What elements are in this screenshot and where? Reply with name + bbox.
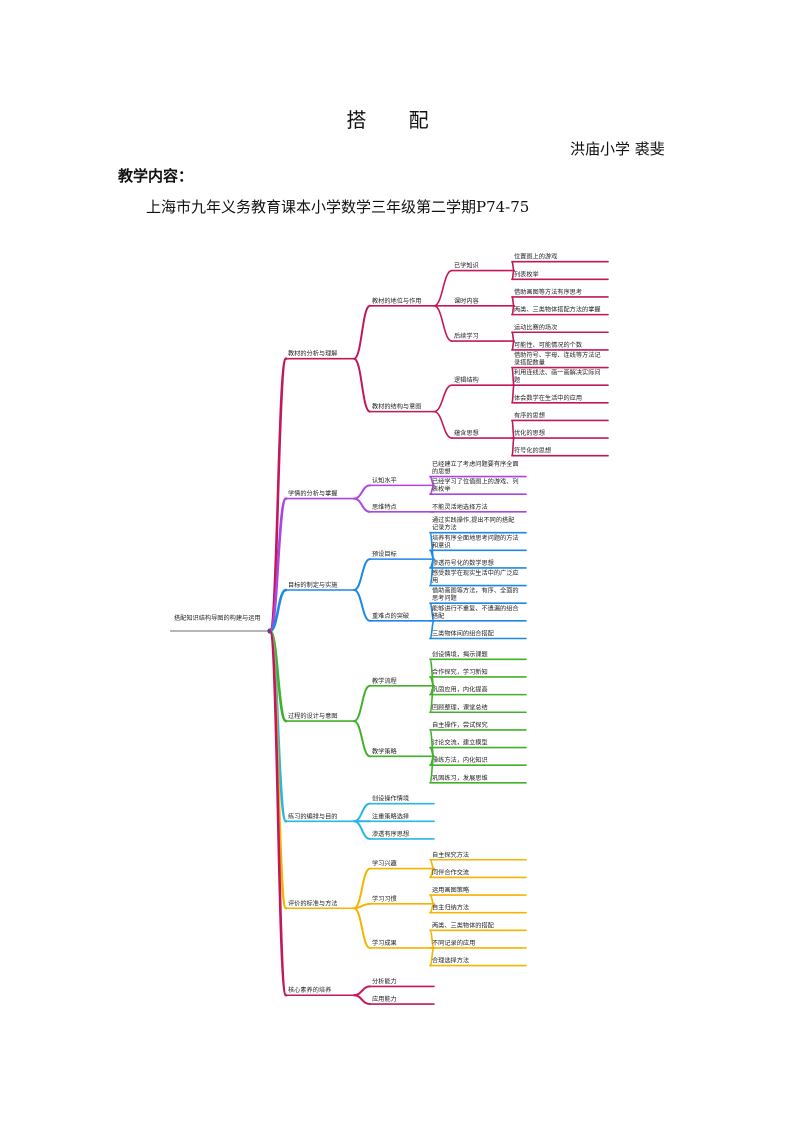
mind-map-leaf: 巩固应用，内化提高 bbox=[432, 686, 488, 694]
subtopic: 认知水平 bbox=[372, 476, 397, 484]
mind-map-connector bbox=[433, 304, 453, 342]
mind-map-connector bbox=[353, 558, 371, 591]
mind-map-leaf: 创设操作情境 bbox=[372, 795, 409, 803]
subtopic: 学习成果 bbox=[372, 939, 397, 947]
teaching-content-line: 上海市九年义务教育课本小学数学三年级第二学期P74-75 bbox=[146, 198, 530, 216]
mind-map-leaf: 注重策略选择 bbox=[372, 812, 410, 820]
subtopic: 思维特点 bbox=[372, 503, 397, 511]
mind-map-leaf: 借助画图等方法有序思考 bbox=[514, 288, 582, 296]
mind-map-leaf: 分析能力 bbox=[372, 977, 397, 985]
mind-map-leaf: 优化的思想 bbox=[514, 429, 545, 437]
mind-map-connector bbox=[429, 894, 435, 905]
subtopic: 教学流程 bbox=[372, 677, 397, 685]
mind-map-leaf: 同伴合作交流 bbox=[432, 868, 469, 876]
mind-map-leaf: 已经学习了位值图上的游戏、列表枚举 bbox=[432, 478, 519, 494]
mind-map-connector bbox=[429, 858, 435, 870]
mind-map-leaf: 不能灵活地选择方法 bbox=[432, 503, 488, 511]
mind-map-connector bbox=[353, 985, 371, 997]
mind-map-leaf: 创设情境，揭示课题 bbox=[432, 650, 488, 658]
mind-map-leaf: 有序的思想 bbox=[514, 411, 545, 419]
mind-map-leaf: 讨论交流，建立模型 bbox=[432, 739, 488, 747]
subtopic: 课时内容 bbox=[454, 297, 479, 305]
branch-topic: 目标的制定与实施 bbox=[288, 581, 338, 589]
mind-map-leaf: 合理选择方法 bbox=[432, 957, 469, 965]
subtopic: 学习习惯 bbox=[372, 895, 397, 903]
mind-map-leaf: 三类物体间的组合搭配 bbox=[432, 629, 494, 637]
subtopic: 教材的结构与意图 bbox=[372, 403, 422, 411]
subtopic: 蕴含思想 bbox=[454, 429, 479, 437]
mind-map-leaf: 体会数学在生活中的应用 bbox=[514, 394, 582, 402]
mind-map-connector bbox=[433, 410, 453, 439]
mind-map-leaf: 通过实践操作,提出不同的搭配记录方法 bbox=[432, 516, 514, 532]
mind-map-leaf: 渗透有序思想 bbox=[372, 830, 409, 838]
subtopic: 学习兴趣 bbox=[372, 860, 397, 868]
branch-topic: 学情的分析与掌握 bbox=[288, 490, 338, 498]
mind-map-leaf: 操练方法，内化知识 bbox=[432, 756, 488, 764]
mind-map-connector bbox=[353, 802, 371, 823]
mind-map-connector bbox=[268, 497, 288, 633]
mind-map-leaf: 自主归纳方法 bbox=[432, 904, 469, 912]
mind-map-leaf: 不同记录的应用 bbox=[432, 939, 475, 947]
mind-map-leaf: 自主探究方法 bbox=[432, 851, 469, 859]
mind-map-leaf: 可能性、可能情况的个数 bbox=[514, 341, 583, 349]
mind-map-leaf: 自主操作，尝试探究 bbox=[432, 721, 488, 729]
mind-map-leaf: 两类、三类物体的搭配 bbox=[432, 921, 494, 929]
mind-map-connector bbox=[353, 304, 371, 360]
mind-map-connector bbox=[511, 296, 515, 307]
mind-map-leaf: 运动比赛的场次 bbox=[514, 323, 557, 331]
mind-map-connector bbox=[353, 684, 371, 723]
subtopic: 重难点的突破 bbox=[372, 612, 409, 620]
mind-map-leaf: 两类、三类物体搭配方法的掌握 bbox=[514, 306, 601, 314]
document-title: 搭 配 bbox=[346, 108, 447, 132]
branch-topic: 评价的标准与方法 bbox=[288, 899, 338, 907]
mind-map-connector bbox=[511, 260, 515, 272]
subtopic: 教学策略 bbox=[372, 747, 398, 755]
branch-topic: 教材的分析与理解 bbox=[288, 350, 338, 358]
mind-map-connector bbox=[353, 357, 371, 413]
mind-map-leaf: 培养有序全面地思考问题的方法和意识 bbox=[432, 534, 519, 550]
mind-map-connector bbox=[353, 867, 371, 910]
mind-map-connector bbox=[353, 820, 371, 840]
mind-map-connector bbox=[353, 484, 371, 500]
mind-map-leaf: 渗透符号化的数学思想 bbox=[432, 559, 494, 567]
mind-map-connector bbox=[353, 720, 371, 758]
mind-map-leaf: 运用画图策略 bbox=[432, 886, 470, 894]
mind-map-connector bbox=[353, 994, 371, 1006]
mind-map-leaf: 感受数学在现实生活中的广泛应用 bbox=[432, 569, 519, 585]
mind-map-connector bbox=[268, 629, 288, 997]
mind-map-leaf: 巩固练习，发展思维 bbox=[432, 774, 488, 782]
subtopic: 后续学习 bbox=[454, 332, 479, 340]
mind-map-connector bbox=[353, 907, 371, 949]
mind-map-leaf: 利用连线法、画一画解决实际问题 bbox=[514, 369, 601, 385]
mind-map-leaf: 位置图上的游戏 bbox=[514, 253, 557, 261]
mind-map-connector bbox=[433, 384, 453, 413]
branch-topic: 练习的编排与目的 bbox=[288, 812, 338, 820]
mind-map-leaf: 能够进行不重复、不遗漏的组合搭配 bbox=[432, 604, 519, 620]
branch-topic: 过程的设计与意图 bbox=[288, 712, 338, 720]
mind-map-leaf: 回顾整理，课堂总结 bbox=[432, 703, 488, 711]
mind-map-leaf: 借助符号、字母、连线等方法记录搭配数量 bbox=[514, 351, 601, 367]
subtopic: 已学知识 bbox=[454, 262, 479, 270]
mind-map-leaf: 符号化的思想 bbox=[514, 447, 551, 455]
branch-topic: 核心素养的培养 bbox=[288, 986, 331, 994]
mind-map-connector bbox=[353, 497, 371, 513]
mind-map-connector bbox=[353, 588, 371, 622]
mind-map-root: 搭配知识结构导图的构建与运用 bbox=[174, 614, 261, 622]
mind-map-leaf: 应用能力 bbox=[372, 995, 397, 1003]
subtopic: 预设目标 bbox=[372, 550, 397, 558]
author-line: 洪庙小学 裘斐 bbox=[570, 140, 665, 158]
subtopic: 逻辑结构 bbox=[454, 376, 479, 384]
mind-map-leaf: 合作探究，学习新知 bbox=[432, 668, 488, 676]
mind-map-connector bbox=[511, 331, 515, 342]
mind-map-leaf: 已经建立了考虑问题要有序全面的思想 bbox=[432, 460, 519, 476]
mind-map-leaf: 列表枚举 bbox=[514, 270, 540, 278]
section-heading: 教学内容： bbox=[118, 167, 194, 185]
subtopic: 教材的地位与作用 bbox=[372, 297, 422, 305]
mind-map-connector bbox=[268, 588, 288, 633]
mind-map-connector bbox=[433, 269, 453, 307]
mind-map-leaf: 借助画图等方法，有序、全面的思考问题 bbox=[432, 587, 519, 603]
